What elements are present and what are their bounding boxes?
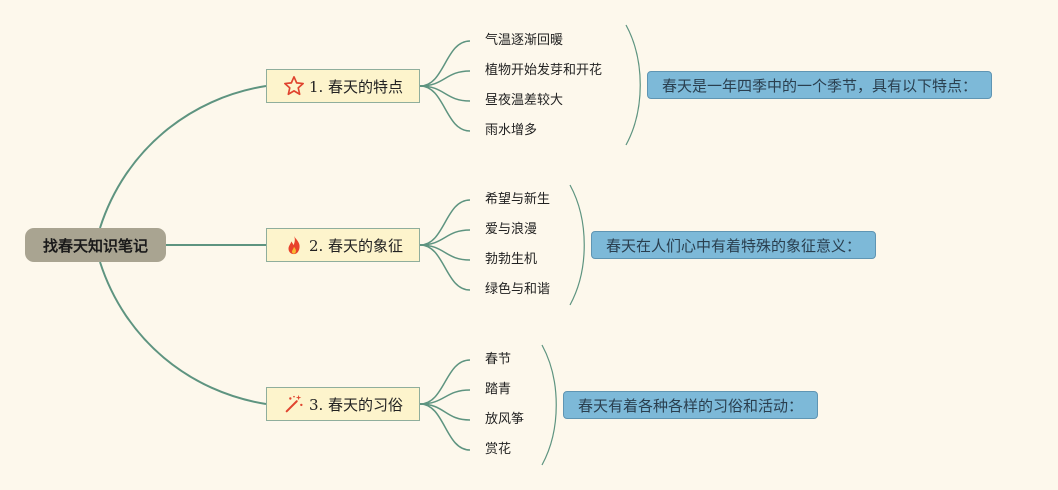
edge-topic-2-leaf-2 — [419, 229, 471, 246]
leaf-item[interactable]: 昼夜温差较大 — [485, 93, 564, 108]
root-topic-label: 找春天知识笔记 — [42, 236, 148, 255]
summary-bracket-2 — [569, 184, 585, 306]
summary-note-symbolism[interactable]: 春天在人们心中有着特殊的象征意义： — [591, 231, 877, 259]
summary-note-text: 春天是一年四季中的一个季节，具有以下特点： — [662, 76, 978, 95]
topic-characteristics[interactable]: 1. 春天的特点 — [266, 69, 420, 103]
edge-topic-1-leaf-1 — [419, 40, 471, 87]
summary-note-text: 春天在人们心中有着特殊的象征意义： — [606, 236, 862, 255]
edge-topic-1-leaf-4 — [419, 85, 471, 132]
topic-label: 2. 春天的象征 — [308, 236, 404, 255]
topic-label: 3. 春天的习俗 — [308, 395, 404, 414]
leaf-item[interactable]: 爱与浪漫 — [485, 222, 538, 237]
leaf-item[interactable]: 春节 — [485, 352, 512, 367]
edge-topic-3-leaf-4 — [419, 403, 471, 451]
summary-bracket-1 — [625, 24, 641, 146]
edge-topic-1-leaf-2 — [419, 70, 471, 87]
summary-note-text: 春天有着各种各样的习俗和活动： — [578, 396, 804, 415]
leaf-item[interactable]: 绿色与和谐 — [485, 282, 551, 297]
root-topic[interactable]: 找春天知识笔记 — [25, 228, 166, 262]
summary-note-characteristics[interactable]: 春天是一年四季中的一个季节，具有以下特点： — [647, 71, 993, 99]
edge-root-to-topic-1 — [99, 85, 267, 229]
leaf-item[interactable]: 雨水增多 — [485, 123, 538, 138]
edge-topic-3-leaf-1 — [419, 359, 471, 405]
star-icon — [283, 75, 305, 97]
leaf-item[interactable]: 勃勃生机 — [485, 252, 538, 267]
leaf-item[interactable]: 赏花 — [485, 442, 512, 457]
magic-wand-icon — [283, 393, 305, 415]
leaf-item[interactable]: 放风筝 — [485, 412, 525, 427]
topic-symbolism[interactable]: 2. 春天的象征 — [266, 228, 420, 262]
leaf-item[interactable]: 踏青 — [485, 382, 512, 397]
leaf-item[interactable]: 植物开始发芽和开花 — [485, 63, 603, 78]
topic-customs[interactable]: 3. 春天的习俗 — [266, 387, 420, 421]
leaf-item[interactable]: 气温逐渐回暖 — [485, 33, 564, 48]
summary-note-customs[interactable]: 春天有着各种各样的习俗和活动： — [563, 391, 819, 419]
edge-topic-2-leaf-4 — [419, 244, 471, 291]
summary-bracket-3 — [541, 344, 557, 466]
leaf-item[interactable]: 希望与新生 — [485, 192, 551, 207]
edge-root-to-topic-3 — [99, 261, 267, 405]
fire-icon — [283, 234, 305, 256]
edge-topic-2-leaf-1 — [419, 199, 471, 246]
topic-label: 1. 春天的特点 — [308, 77, 404, 96]
